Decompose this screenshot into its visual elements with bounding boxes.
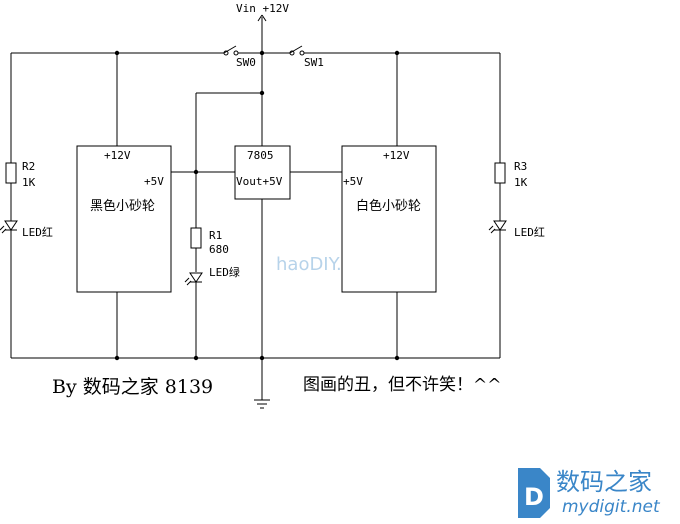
remark-caption: 图画的丑，但不许笑！^^ — [303, 375, 502, 395]
resistor-r1 — [190, 227, 202, 249]
regulator-7805 — [234, 145, 291, 200]
led-middle-label: LED绿 — [209, 265, 240, 279]
resistor-r2 — [5, 162, 17, 184]
right-module-vin: +12V — [383, 149, 410, 162]
resistor-r2-ref: R2 — [22, 160, 35, 173]
author-caption: By 数码之家 8139 — [52, 376, 213, 398]
switch-sw1-label: SW1 — [304, 56, 324, 69]
ground-icon — [254, 399, 270, 409]
junctions — [114, 50, 400, 361]
led-right-icon — [488, 220, 507, 234]
vin-arrow-icon — [257, 14, 267, 22]
brand-name-en: mydigit.net — [562, 497, 661, 517]
right-module-v5: +5V — [343, 175, 363, 188]
resistor-r3-ref: R3 — [514, 160, 527, 173]
svg-text:D: D — [524, 483, 544, 511]
regulator-name: 7805 — [247, 149, 274, 162]
left-module-box — [76, 145, 172, 293]
mydigit-logo-icon — [518, 468, 550, 518]
resistor-r1-ref: R1 — [209, 229, 222, 242]
wires — [10, 17, 501, 400]
led-middle-icon — [184, 272, 203, 286]
brand-name-cn: 数码之家 — [556, 468, 652, 496]
led-right-label: LED红 — [514, 226, 545, 239]
mydigit-logo: D — [518, 468, 550, 518]
resistor-r3-value: 1K — [514, 176, 528, 189]
switch-sw0-label: SW0 — [236, 56, 256, 69]
regulator-vout: Vout+5V — [236, 175, 283, 188]
switch-sw0-icon — [223, 45, 239, 56]
led-left-icon — [0, 220, 18, 234]
switch-sw1-icon — [289, 45, 305, 56]
left-module-v5: +5V — [144, 175, 164, 188]
left-module-vin: +12V — [104, 149, 131, 162]
resistor-r2-value: 1K — [22, 176, 36, 189]
right-module-name: 白色小砂轮 — [356, 198, 421, 214]
resistor-r3 — [494, 162, 506, 184]
led-left-label: LED红 — [22, 226, 53, 239]
resistor-r1-value: 680 — [209, 243, 229, 256]
left-module-name: 黑色小砂轮 — [90, 198, 155, 214]
vin-label: Vin +12V — [236, 2, 289, 15]
right-module-box — [341, 145, 437, 293]
